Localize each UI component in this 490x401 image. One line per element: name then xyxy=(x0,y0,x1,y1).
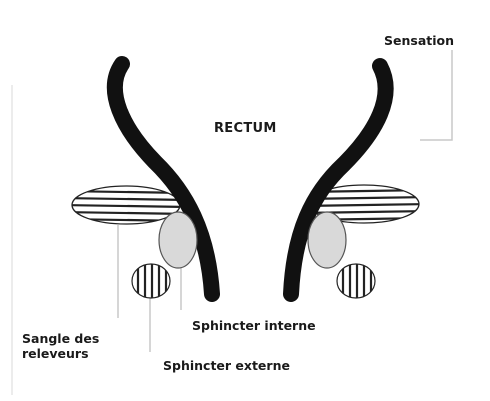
sphincter-externe-label: Sphincter externe xyxy=(163,358,290,373)
sphincter-interne-label: Sphincter interne xyxy=(192,318,316,333)
internal-sphincter-left xyxy=(159,212,197,268)
external-sphincter-left xyxy=(132,262,170,300)
internal-sphincter-right xyxy=(308,212,346,268)
sensation-leader-line xyxy=(420,50,452,140)
rectal-wall-left xyxy=(115,64,212,294)
sensation-label: Sensation xyxy=(384,33,454,48)
sangle-releveurs-label: Sangle des releveurs xyxy=(22,331,132,361)
external-sphincter-right xyxy=(337,262,375,300)
sangle-label-line1: Sangle des xyxy=(22,331,132,346)
rectum-label: RECTUM xyxy=(214,121,277,136)
sangle-label-line2: releveurs xyxy=(22,346,132,361)
